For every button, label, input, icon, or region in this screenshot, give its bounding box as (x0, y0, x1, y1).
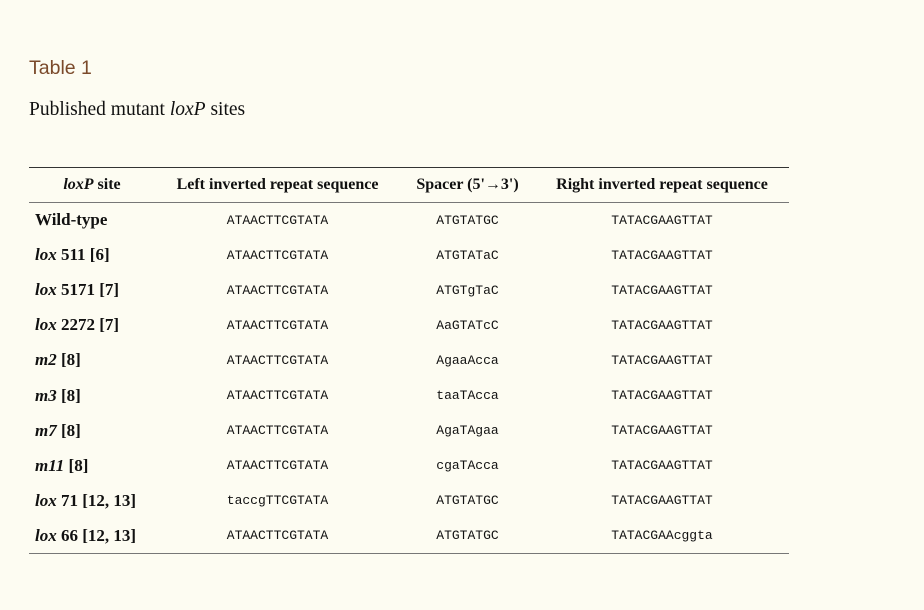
table-label: Table 1 (29, 57, 92, 79)
cell-left-repeat: ATAACTTCGTATA (226, 352, 329, 368)
header-site-rest: site (93, 176, 121, 193)
cell-left-repeat: ATAACTTCGTATA (226, 458, 329, 474)
cell-left-repeat: ATAACTTCGTATA (226, 247, 329, 263)
header-site: loxP site (29, 168, 155, 203)
cell-site: lox 5171 [7] (29, 273, 155, 308)
site-italic: m2 (35, 350, 57, 370)
cell-spacer: taaTAcca (436, 388, 499, 404)
table-row: m2 [8] ATAACTTCGTATA AgaaAcca TATACGAAGTTAT (29, 343, 789, 378)
cell-right-repeat: TATACGAAcggta (611, 528, 713, 544)
site-italic: lox (35, 490, 57, 510)
cell-spacer: ATGTATaC (436, 247, 499, 263)
cell-site: m7 [8] (29, 413, 155, 448)
cell-right-repeat: TATACGAAGTTAT (611, 493, 713, 509)
cell-spacer: ATGTATGC (436, 493, 499, 509)
site-italic: m7 (35, 420, 57, 440)
table-row: m7 [8] ATAACTTCGTATA AgaTAgaa TATACGAAGTTAT (29, 413, 789, 448)
header-spacer: Spacer (5'→3') (416, 176, 519, 193)
table-row: lox 511 [6] ATAACTTCGTATA ATGTATaC TATACGAA… (29, 238, 789, 273)
site-italic: m3 (35, 385, 57, 405)
header-left-repeat: Left inverted repeat sequence (176, 176, 379, 193)
header-right-repeat: Right inverted repeat sequence (556, 176, 768, 193)
cell-right-repeat: TATACGAAGTTAT (611, 388, 713, 404)
site-rest: 2272 [7] (56, 315, 120, 335)
cell-site: m3 [8] (29, 378, 155, 413)
cell-spacer: ATGTATGC (436, 212, 499, 228)
cell-left-repeat: ATAACTTCGTATA (226, 317, 329, 333)
site-rest: [8] (56, 385, 81, 405)
cell-site: lox 511 [6] (29, 238, 155, 273)
cell-right-repeat: TATACGAAGTTAT (611, 247, 713, 263)
cell-left-repeat: ATAACTTCGTATA (226, 423, 329, 439)
table-row: lox 66 [12, 13] ATAACTTCGTATA ATGTATGC TATA… (29, 518, 789, 554)
site-rest: [8] (64, 455, 89, 475)
caption-prefix: Published mutant (29, 99, 170, 120)
site-rest: [8] (56, 420, 81, 440)
site-rest: Wild-type (35, 210, 108, 230)
caption-italic: loxP (169, 99, 206, 120)
cell-left-repeat: ATAACTTCGTATA (226, 212, 329, 228)
cell-right-repeat: TATACGAAGTTAT (611, 317, 713, 333)
site-italic: lox (35, 280, 57, 300)
cell-site: m2 [8] (29, 343, 155, 378)
cell-right-repeat: TATACGAAGTTAT (611, 212, 713, 228)
cell-site: m11 [8] (29, 448, 155, 483)
loxp-sites-table: loxP site Left inverted repeat sequence … (29, 167, 789, 554)
cell-spacer: ATGTATGC (436, 528, 499, 544)
cell-spacer: AaGTATcC (436, 317, 499, 333)
cell-spacer: cgaTAcca (436, 458, 499, 474)
table-row: m3 [8] ATAACTTCGTATA taaTAcca TATACGAAGTTAT (29, 378, 789, 413)
cell-right-repeat: TATACGAAGTTAT (611, 352, 713, 368)
table-row: lox 2272 [7] ATAACTTCGTATA AaGTATcC TATACGA… (29, 308, 789, 343)
site-rest: 71 [12, 13] (56, 490, 137, 510)
cell-spacer: AgaaAcca (436, 352, 499, 368)
site-rest: 66 [12, 13] (56, 525, 137, 545)
table-row: m11 [8] ATAACTTCGTATA cgaTAcca TATACGAAGTTA… (29, 448, 789, 483)
cell-spacer: AgaTAgaa (436, 423, 499, 439)
cell-spacer: ATGTgTaC (436, 282, 499, 298)
table-row: lox 71 [12, 13] taccgTTCGTATA ATGTATGC TATA… (29, 483, 789, 518)
site-rest: 511 [6] (56, 245, 110, 265)
caption-suffix: sites (205, 99, 246, 120)
cell-left-repeat: ATAACTTCGTATA (226, 282, 329, 298)
cell-site: lox 2272 [7] (29, 308, 155, 343)
site-italic: lox (35, 315, 57, 335)
cell-site: lox 66 [12, 13] (29, 518, 155, 553)
cell-right-repeat: TATACGAAGTTAT (611, 282, 713, 298)
cell-left-repeat: ATAACTTCGTATA (226, 388, 329, 404)
cell-right-repeat: TATACGAAGTTAT (611, 423, 713, 439)
cell-left-repeat: ATAACTTCGTATA (226, 528, 329, 544)
site-rest: [8] (56, 350, 81, 370)
site-italic: m11 (35, 455, 65, 475)
header-site-italic: loxP (63, 176, 94, 193)
table-caption: Published mutant loxP sites (29, 97, 245, 123)
cell-right-repeat: TATACGAAGTTAT (611, 458, 713, 474)
site-italic: lox (35, 245, 57, 265)
table-row: Wild-type ATAACTTCGTATA ATGTATGC TATACGAAGT… (29, 203, 789, 238)
cell-site: lox 71 [12, 13] (29, 483, 155, 518)
site-italic: lox (35, 525, 57, 545)
site-rest: 5171 [7] (56, 280, 120, 300)
cell-left-repeat: taccgTTCGTATA (226, 493, 329, 509)
table-row: lox 5171 [7] ATAACTTCGTATA ATGTgTaC TATACGA… (29, 273, 789, 308)
cell-site: Wild-type (29, 203, 155, 238)
header-row: loxP site Left inverted repeat sequence … (29, 167, 789, 203)
